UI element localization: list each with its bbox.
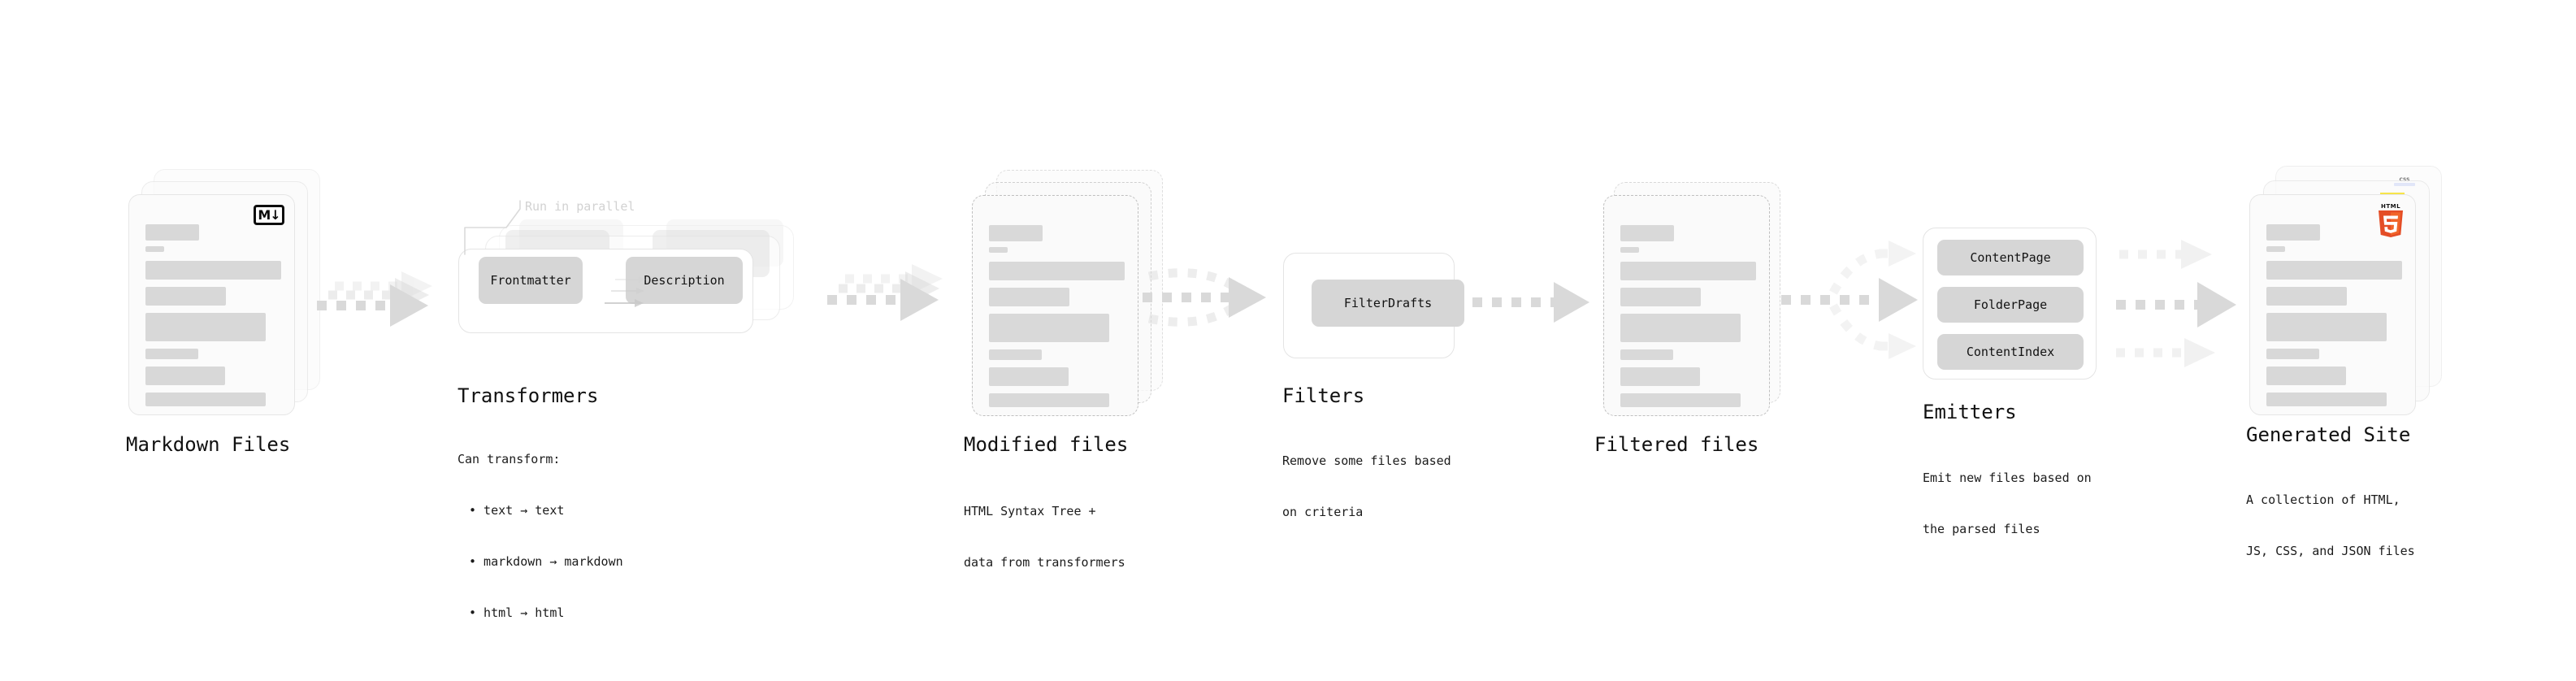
connector-emitters-to-generated-site xyxy=(2116,240,2236,367)
transformer-chip-frontmatter[interactable]: Frontmatter xyxy=(479,257,583,304)
placeholder-line xyxy=(1620,349,1673,360)
connector-transformers-to-modified-files xyxy=(827,264,943,321)
filtered-card-front xyxy=(1603,195,1770,416)
desc-line: A collection of HTML, xyxy=(2246,492,2400,507)
placeholder-line xyxy=(2266,393,2387,406)
placeholder-line xyxy=(1620,367,1700,386)
connector-filters-to-filtered-files xyxy=(1472,282,1589,323)
placeholder-line xyxy=(145,261,281,280)
placeholder-line xyxy=(145,246,164,252)
placeholder-line xyxy=(1620,225,1674,241)
placeholder-line xyxy=(1620,262,1756,280)
filtered-placeholder-lines xyxy=(1620,225,1756,413)
html5-icon: HTML xyxy=(2377,203,2405,237)
placeholder-line xyxy=(2266,224,2320,241)
placeholder-line xyxy=(1620,393,1741,407)
placeholder-line xyxy=(989,262,1125,280)
stage-title-emitters: Emitters xyxy=(1923,401,2017,423)
placeholder-line xyxy=(1620,247,1639,253)
desc-line: data from transformers xyxy=(964,555,1125,570)
desc-line: HTML Syntax Tree + xyxy=(964,504,1096,518)
placeholder-line xyxy=(1620,314,1741,342)
placeholder-line xyxy=(145,393,266,406)
desc-line: • html → html xyxy=(469,605,565,620)
site-card-front: HTML xyxy=(2249,194,2416,415)
desc-line: the parsed files xyxy=(1923,522,2040,536)
placeholder-line xyxy=(145,287,226,306)
placeholder-line xyxy=(989,247,1008,253)
placeholder-line xyxy=(989,314,1109,342)
placeholder-line xyxy=(145,367,225,385)
placeholder-line xyxy=(1620,288,1701,306)
filter-chip-filterdrafts[interactable]: FilterDrafts xyxy=(1312,280,1464,327)
placeholder-line xyxy=(145,349,198,359)
placeholder-line xyxy=(2266,261,2402,280)
placeholder-line xyxy=(145,224,199,241)
stage-title-filters: Filters xyxy=(1282,384,1365,407)
desc-line: on criteria xyxy=(1282,505,1364,519)
desc-line: • markdown → markdown xyxy=(469,554,623,569)
site-placeholder-lines xyxy=(2266,224,2402,412)
stage-title-markdown-files: Markdown Files xyxy=(126,433,291,456)
emitter-chip-contentpage[interactable]: ContentPage xyxy=(1937,240,2084,275)
connector-filtered-files-to-emitters xyxy=(1781,241,1918,359)
placeholder-line xyxy=(2266,313,2387,341)
transformer-chip-description[interactable]: Description xyxy=(626,257,743,304)
emitters-panel: ContentPage FolderPage ContentIndex xyxy=(1923,228,2097,380)
desc-line: Emit new files based on xyxy=(1923,471,2092,485)
stage-desc-modified-files: HTML Syntax Tree + data from transformer… xyxy=(964,469,1125,605)
modified-placeholder-lines xyxy=(989,225,1125,413)
stage-title-generated-site: Generated Site xyxy=(2246,423,2411,446)
desc-line: Remove some files based xyxy=(1282,453,1451,468)
stage-title-filtered-files: Filtered files xyxy=(1594,433,1759,456)
desc-line: Can transform: xyxy=(458,452,561,466)
stage-desc-transformers: Can transform: • text → text • markdown … xyxy=(458,417,623,656)
placeholder-line xyxy=(989,349,1042,360)
stage-title-modified-files: Modified files xyxy=(964,433,1129,456)
stage-desc-emitters: Emit new files based on the parsed files xyxy=(1923,436,2092,572)
stage-title-transformers: Transformers xyxy=(458,384,599,407)
run-in-parallel-label: Run in parallel xyxy=(525,199,635,214)
placeholder-line xyxy=(2266,287,2347,306)
desc-line: • text → text xyxy=(469,503,565,518)
emitter-chip-contentindex[interactable]: ContentIndex xyxy=(1937,334,2084,370)
placeholder-line xyxy=(2266,246,2285,252)
emitter-chip-folderpage[interactable]: FolderPage xyxy=(1937,287,2084,323)
placeholder-line xyxy=(2266,349,2319,359)
connector-markdown-to-transformers xyxy=(317,271,432,327)
placeholder-line xyxy=(989,225,1043,241)
markdown-card-front: M↓ xyxy=(128,194,295,415)
filters-panel: FilterDrafts xyxy=(1283,253,1464,358)
stage-desc-generated-site: A collection of HTML, JS, CSS, and JSON … xyxy=(2246,458,2415,594)
placeholder-line xyxy=(2266,367,2346,385)
modified-card-front xyxy=(972,195,1138,416)
placeholder-line xyxy=(989,288,1069,306)
stage-desc-filters: Remove some files based on criteria xyxy=(1282,419,1451,555)
transformer-panel-front: Frontmatter Description xyxy=(458,249,753,333)
placeholder-line xyxy=(145,313,266,341)
placeholder-line xyxy=(989,367,1069,386)
markdown-icon: M↓ xyxy=(254,205,284,225)
placeholder-line xyxy=(989,393,1109,407)
markdown-placeholder-lines xyxy=(145,224,281,412)
desc-line: JS, CSS, and JSON files xyxy=(2246,544,2415,558)
